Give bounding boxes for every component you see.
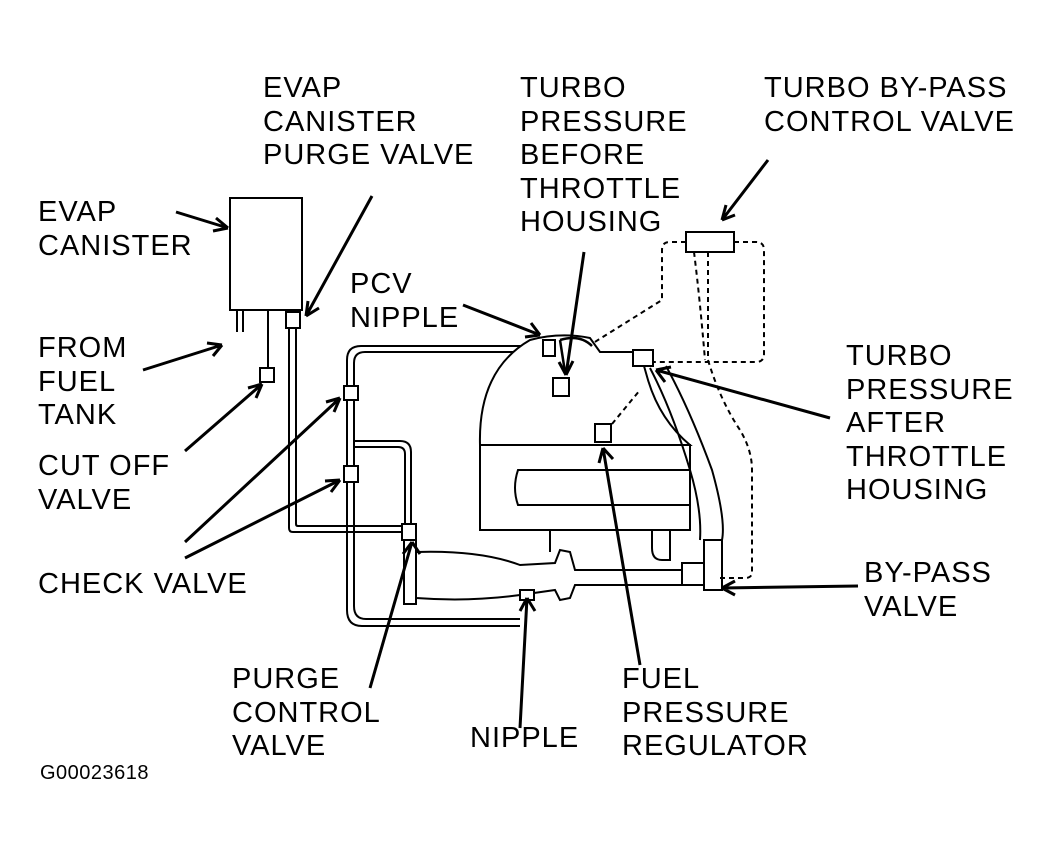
fuel-pressure-regulator-part <box>594 423 612 443</box>
intake-pipe <box>415 548 691 602</box>
label-from-fuel-tank: FROM FUEL TANK <box>38 332 128 431</box>
check-valve-2-part <box>343 465 359 483</box>
purge-hose <box>288 328 406 533</box>
label-check-valve: CHECK VALVE <box>38 568 248 600</box>
check-valve-1-part <box>343 385 359 401</box>
cut-off-valve-part <box>259 367 275 383</box>
turbo-before-port <box>552 377 570 397</box>
leader-lines <box>142 159 859 729</box>
label-evap-canister-purge-valve: EVAP CANISTER PURGE VALVE <box>263 72 475 171</box>
figure-id: G00023618 <box>40 762 150 784</box>
turbo-hose <box>649 365 724 541</box>
dashed-hoses <box>589 241 765 579</box>
label-turbo-pressure-before-throttle-housing: TURBO PRESSURE BEFORE THROTTLE HOUSING <box>520 72 688 238</box>
purge-control-valve-part <box>401 523 417 541</box>
label-bypass-valve: BY-PASS VALVE <box>864 557 992 623</box>
evap-purge-valve-part <box>285 311 301 329</box>
label-pcv-nipple: PCV NIPPLE <box>350 268 460 334</box>
label-evap-canister: EVAP CANISTER <box>38 196 193 262</box>
label-purge-control-valve: PURGE CONTROL VALVE <box>232 663 381 762</box>
evap-canister-body <box>229 197 303 368</box>
label-turbo-pressure-after-throttle-housing: TURBO PRESSURE AFTER THROTTLE HOUSING <box>846 340 1014 506</box>
label-turbo-bypass-control-valve: TURBO BY-PASS CONTROL VALVE <box>764 72 1015 138</box>
pcv-hose <box>346 345 543 386</box>
intake-manifold <box>478 334 693 531</box>
label-nipple: NIPPLE <box>470 722 580 754</box>
label-cut-off-valve: CUT OFF VALVE <box>38 450 171 516</box>
turbo-bypass-control-valve-part <box>685 231 735 253</box>
label-fuel-pressure-regulator: FUEL PRESSURE REGULATOR <box>622 663 809 762</box>
pcv-nipple-part <box>542 339 556 357</box>
turbo-after-port <box>632 349 654 367</box>
